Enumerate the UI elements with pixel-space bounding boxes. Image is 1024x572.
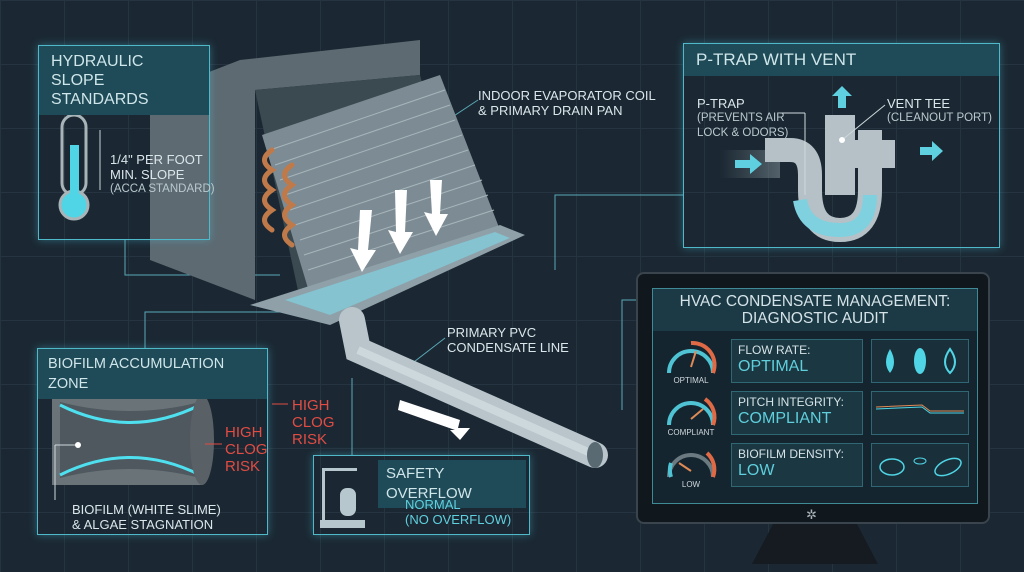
slope-line1: 1/4" PER FOOT [110,152,203,167]
flow-rate-box: FLOW RATE:OPTIMAL [731,339,863,383]
p-trap-icon [720,86,943,243]
pitch-gauge-icon [667,397,717,426]
p-trap-label: P-TRAP (PREVENTS AIR LOCK & ODORS) [697,96,788,141]
p-trap-name: P-TRAP [697,96,745,111]
biofilm-title: BIOFILM ACCUMULATION ZONE [38,349,267,399]
hydraulic-slope-panel: HYDRAULIC SLOPE STANDARDS [38,45,210,240]
slope-line3: (ACCA STANDARD) [110,183,215,195]
p-trap-note1: (PREVENTS AIR [697,112,785,124]
pvc-label-line2: CONDENSATE LINE [447,340,569,355]
pvc-label-line1: PRIMARY PVC [447,325,537,340]
biofilm-density-box: BIOFILM DENSITY:LOW [731,443,863,487]
metric-row-pitch: COMPLIANT PITCH INTEGRITY:COMPLIANT [653,389,979,439]
diagnostic-monitor: HVAC CONDENSATE MANAGEMENT: DIAGNOSTIC A… [636,272,990,524]
dashboard-screen: HVAC CONDENSATE MANAGEMENT: DIAGNOSTIC A… [652,288,978,504]
hydraulic-title: HYDRAULIC SLOPE STANDARDS [51,53,149,108]
dashboard-title-line1: HVAC CONDENSATE MANAGEMENT: [679,293,951,310]
metric-value: COMPLIANT [738,410,832,427]
coil-label-line2: & PRIMARY DRAIN PAN [478,103,623,118]
risk-word: CLOG [292,414,335,431]
water-drops-icon [871,339,969,383]
monitor-stand [752,524,878,564]
biofilm-gauge-icon [667,451,717,478]
pvc-label: PRIMARY PVC CONDENSATE LINE [447,325,569,355]
overflow-title: SAFETY OVERFLOW [378,460,526,508]
risk-word: CLOG [225,441,268,458]
coil-fins [262,75,500,295]
slope-spec: 1/4" PER FOOT MIN. SLOPE (ACCA STANDARD) [110,152,215,197]
biofilm-caption1: BIOFILM (WHITE SLIME) [72,502,221,517]
float-switch-icon [320,468,365,528]
gauge-label: COMPLIANT [667,428,715,437]
metric-value: LOW [738,462,775,479]
safety-overflow-panel: SAFETY OVERFLOW [313,455,530,535]
p-trap-note2: LOCK & ODORS) [697,127,789,139]
vent-tee-name: VENT TEE [887,96,951,111]
biofilm-panel: BIOFILM ACCUMULATION ZONE [37,348,268,535]
biofilm-caption2: & ALGAE STAGNATION [72,517,214,532]
outside-clog-risk: HIGH CLOG RISK [292,397,335,448]
risk-word: HIGH [225,424,263,441]
overflow-status: NORMAL (NO OVERFLOW) [405,497,511,527]
vent-tee-note: (CLEANOUT PORT) [887,112,993,124]
risk-word: RISK [292,431,328,448]
coil-label-line1: INDOOR EVAPORATOR COIL [478,88,656,103]
slope-line2: MIN. SLOPE [110,167,185,182]
biofilm-caption: BIOFILM (WHITE SLIME) & ALGAE STAGNATION [72,502,221,532]
dashboard-title-line2: DIAGNOSTIC AUDIT [741,310,889,327]
overflow-status1: NORMAL [405,497,461,512]
p-trap-title: P-TRAP WITH VENT [684,44,999,76]
coil-label: INDOOR EVAPORATOR COIL & PRIMARY DRAIN P… [478,88,656,118]
line-graph-icon [871,391,969,435]
metric-value: OPTIMAL [738,358,809,375]
gauge-label: OPTIMAL [673,376,709,385]
gauge-label: LOW [681,480,701,489]
metric-row-biofilm: LOW BIOFILM DENSITY:LOW [653,441,979,491]
metric-row-flow: OPTIMAL FLOW RATE:OPTIMAL [653,337,979,387]
pitch-integrity-box: PITCH INTEGRITY:COMPLIANT [731,391,863,435]
vent-tee-label: VENT TEE (CLEANOUT PORT) [887,96,992,126]
biofilm-risk: HIGH CLOG RISK [225,424,268,475]
metric-label: BIOFILM DENSITY: [738,447,845,461]
flow-gauge-icon [667,340,717,374]
bacteria-icon [871,443,969,487]
risk-word: RISK [225,458,261,475]
metric-label: PITCH INTEGRITY: [738,395,845,409]
metric-label: FLOW RATE: [738,343,811,357]
risk-word: HIGH [292,397,330,414]
p-trap-panel: P-TRAP WITH VENT [683,43,1000,248]
overflow-status2: (NO OVERFLOW) [405,512,512,527]
monitor-logo-icon: ✲ [806,507,817,522]
unit-housing [150,40,420,300]
dashboard-title: HVAC CONDENSATE MANAGEMENT: DIAGNOSTIC A… [653,289,977,331]
